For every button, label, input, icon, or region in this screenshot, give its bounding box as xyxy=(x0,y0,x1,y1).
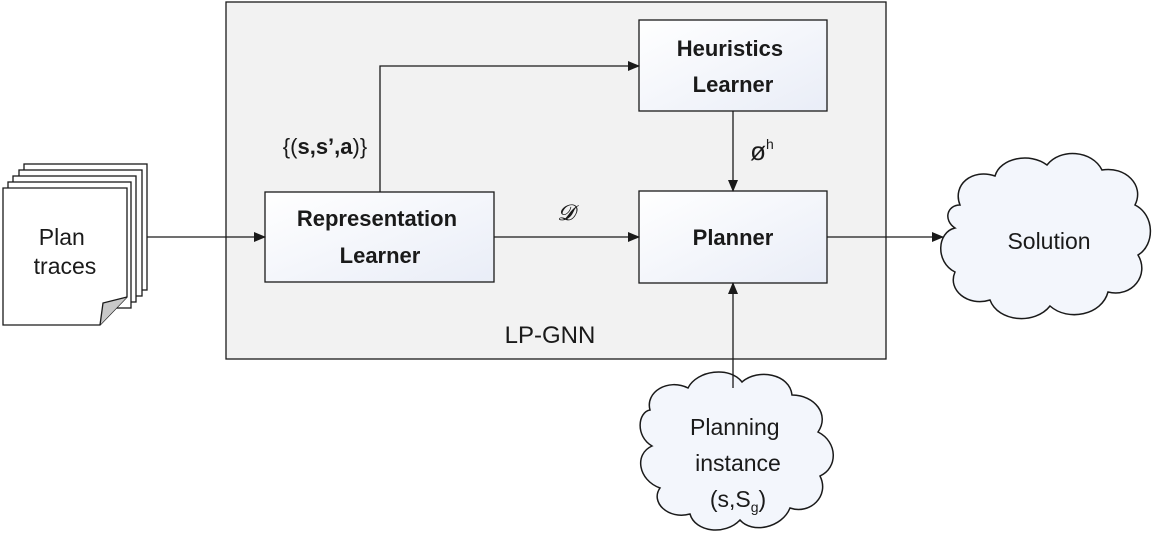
planner-label: Planner xyxy=(693,225,774,250)
plan-traces-label: Plan traces xyxy=(34,224,97,279)
heuristics-learner-box xyxy=(638,19,828,112)
planning-instance-cloud xyxy=(639,371,834,531)
planner-box xyxy=(638,190,828,284)
edge-representation-to-heuristics xyxy=(379,61,640,192)
planning-instance-label: Planning instance xyxy=(690,414,786,476)
edge-label-heuristic: øh xyxy=(750,136,774,166)
plan-traces-document-stack xyxy=(2,163,148,326)
solution-cloud xyxy=(940,152,1152,320)
heuristics-learner-label: Heuristics Learner xyxy=(677,36,790,97)
lp-gnn-label: LP-GNN xyxy=(505,322,596,349)
solution-label: Solution xyxy=(1007,228,1090,254)
planning-instance-tuple: (s,Sg) xyxy=(710,486,766,515)
edge-label-dataset: 𝓓 xyxy=(558,200,580,225)
edge-label-transitions: {(s,s’,a)} xyxy=(283,134,367,159)
representation-learner-label: Representation Learner xyxy=(297,206,463,268)
